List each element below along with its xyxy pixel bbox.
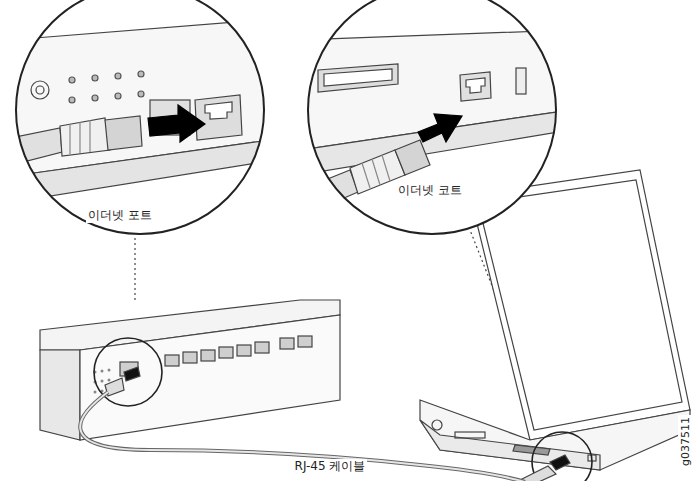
cable-label: RJ-45 케이블 [293,459,368,474]
callout-label: 이더넷 코트 [396,183,464,198]
figure-id: g037511 [678,415,693,468]
callout-label: 이더넷 포트 [86,208,154,223]
